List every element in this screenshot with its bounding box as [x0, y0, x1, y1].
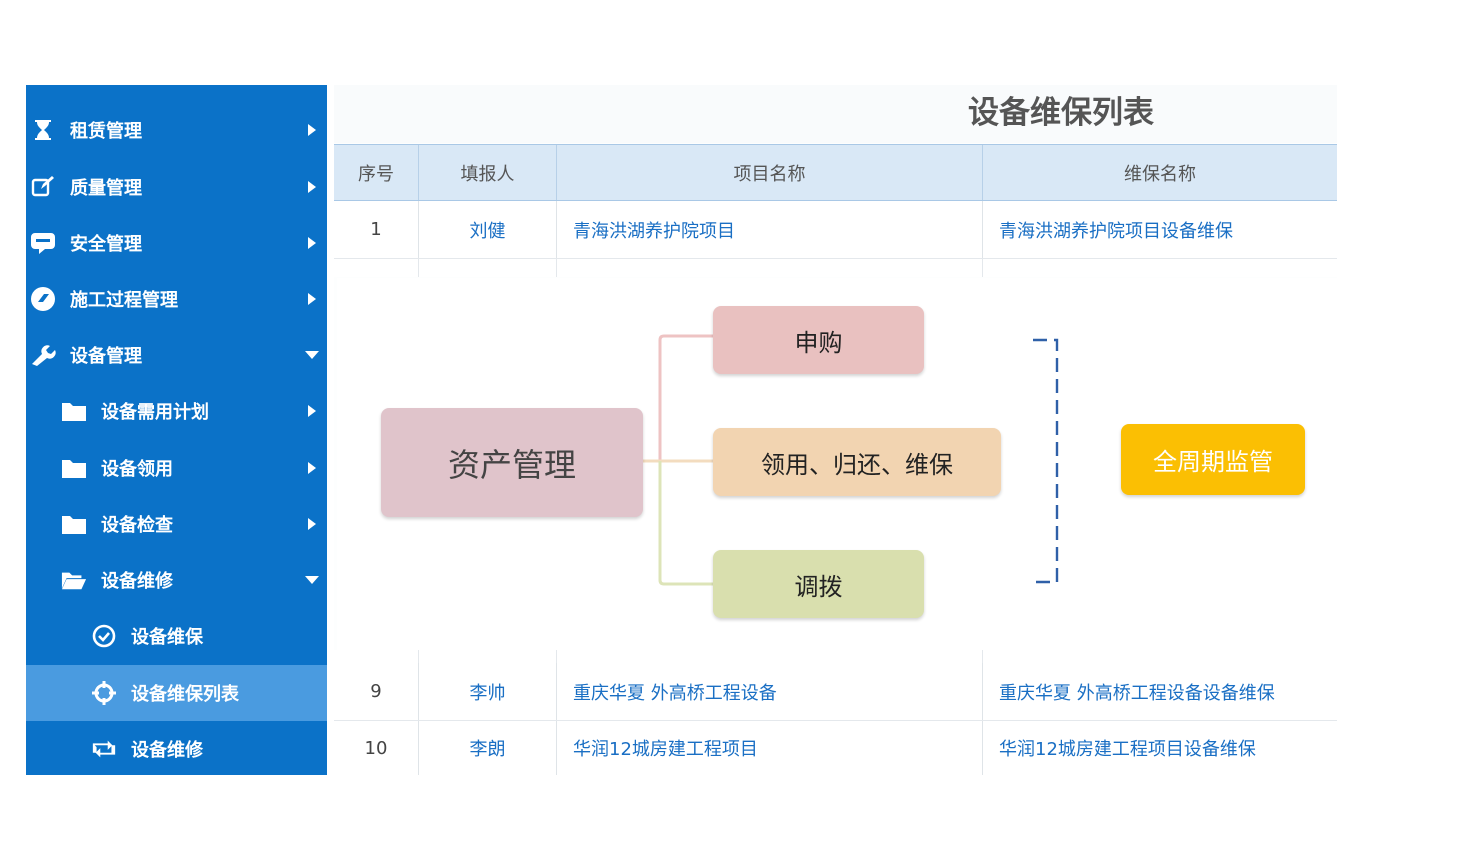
diagram-branch-purchase: 申购	[713, 306, 924, 374]
chat-icon	[30, 230, 56, 256]
asset-management-diagram: 资产管理 申购 领用、归还、维保 调拨 全周期监管	[337, 278, 1337, 650]
caret-right-icon	[297, 292, 327, 306]
sidebar-item-equipment-repair-sub[interactable]: 设备维修	[26, 721, 327, 777]
table-row[interactable]: 9 李帅 重庆华夏 外高桥工程设备 重庆华夏 外高桥工程设备设备维保	[334, 663, 1337, 721]
diagram-branch-usage: 领用、归还、维保	[713, 428, 1001, 496]
eraser-icon	[30, 286, 56, 312]
cell-no: 1	[370, 219, 382, 240]
cell-no: 10	[364, 737, 388, 759]
caret-right-icon	[297, 123, 327, 137]
crosshair-icon	[91, 680, 117, 706]
caret-down-icon	[297, 575, 327, 585]
cell-maintenance[interactable]: 青海洪湖养护院项目设备维保	[982, 201, 1337, 258]
column-header-maintenance[interactable]: 维保名称	[982, 145, 1337, 200]
diagram-branch-transfer: 调拨	[713, 550, 924, 618]
sidebar-item-quality[interactable]: 质量管理	[26, 159, 327, 215]
cell-divider	[982, 650, 1337, 664]
cell-reporter[interactable]: 刘健	[418, 201, 556, 258]
check-circle-icon	[91, 623, 117, 649]
cell-project[interactable]: 重庆华夏 外高桥工程设备	[556, 663, 982, 720]
sidebar-item-rental[interactable]: 租赁管理	[26, 102, 327, 158]
hourglass-icon	[30, 117, 56, 143]
caret-right-icon	[297, 517, 327, 531]
caret-right-icon	[297, 236, 327, 250]
sidebar-item-label: 质量管理	[70, 178, 142, 199]
cell-divider	[556, 650, 982, 664]
page-title: 设备维保列表	[968, 95, 1154, 131]
table-row[interactable]: 1 刘健 青海洪湖养护院项目 青海洪湖养护院项目设备维保	[334, 201, 1337, 259]
page-title-bar: 设备维保列表	[334, 85, 1337, 143]
sidebar-item-equipment[interactable]: 设备管理	[26, 327, 327, 383]
wrench-icon	[30, 342, 56, 368]
retweet-icon	[91, 736, 117, 762]
table-row-partial	[334, 650, 1337, 664]
cell-divider	[556, 259, 982, 277]
sidebar-item-label: 设备维修	[101, 571, 173, 592]
sidebar-item-label: 设备维修	[131, 740, 203, 761]
diagram-result: 全周期监管	[1121, 424, 1305, 495]
caret-right-icon	[297, 180, 327, 194]
column-header-no[interactable]: 序号	[358, 163, 394, 185]
caret-right-icon	[297, 461, 327, 475]
sidebar-item-label: 设备需用计划	[101, 402, 209, 423]
sidebar-item-equipment-maintenance[interactable]: 设备维保	[26, 608, 327, 664]
cell-divider	[418, 650, 556, 664]
folder-open-icon	[61, 567, 87, 593]
table-header: 序号 填报人 项目名称 维保名称	[334, 144, 1337, 201]
sidebar-item-label: 设备管理	[70, 346, 142, 367]
cell-project[interactable]: 华润12城房建工程项目	[556, 721, 982, 775]
folder-icon	[61, 455, 87, 481]
sidebar-item-equipment-plan[interactable]: 设备需用计划	[26, 383, 327, 439]
sidebar: 租赁管理 质量管理 安全管理 施工过程管理 设备管理 设备需用计划	[26, 85, 327, 775]
sidebar-item-safety[interactable]: 安全管理	[26, 215, 327, 271]
table-row[interactable]: 10 李朗 华润12城房建工程项目 华润12城房建工程项目设备维保	[334, 721, 1337, 775]
sidebar-item-label: 设备维保列表	[131, 684, 239, 705]
sidebar-item-equipment-requisition[interactable]: 设备领用	[26, 440, 327, 496]
diagram-root: 资产管理	[381, 408, 643, 517]
caret-right-icon	[297, 404, 327, 418]
cell-maintenance[interactable]: 华润12城房建工程项目设备维保	[982, 721, 1337, 775]
cell-maintenance[interactable]: 重庆华夏 外高桥工程设备设备维保	[982, 663, 1337, 720]
main-panel: 设备维保列表 序号 填报人 项目名称 维保名称 1 刘健 青海洪湖养护院项目 青…	[334, 85, 1337, 775]
sidebar-item-equipment-inspection[interactable]: 设备检查	[26, 496, 327, 552]
sidebar-item-equipment-repair[interactable]: 设备维修	[26, 552, 327, 608]
cell-divider	[418, 259, 556, 277]
cell-no: 9	[370, 681, 382, 702]
sidebar-item-equipment-maintenance-list[interactable]: 设备维保列表	[26, 665, 327, 721]
cell-project[interactable]: 青海洪湖养护院项目	[556, 201, 982, 258]
sidebar-item-label: 施工过程管理	[70, 290, 178, 311]
folder-icon	[61, 511, 87, 537]
sidebar-item-label: 安全管理	[70, 234, 142, 255]
folder-icon	[61, 398, 87, 424]
sidebar-item-construction[interactable]: 施工过程管理	[26, 271, 327, 327]
column-header-project[interactable]: 项目名称	[556, 145, 982, 200]
cell-reporter[interactable]: 李朗	[418, 721, 556, 775]
table-row-partial	[334, 259, 1337, 277]
column-header-reporter[interactable]: 填报人	[418, 145, 556, 200]
sidebar-item-label: 设备检查	[101, 515, 173, 536]
edit-icon	[30, 174, 56, 200]
sidebar-item-label: 设备维保	[131, 627, 203, 648]
diagram-connectors	[643, 334, 1059, 586]
cell-reporter[interactable]: 李帅	[418, 663, 556, 720]
sidebar-item-label: 设备领用	[101, 459, 173, 480]
caret-down-icon	[297, 350, 327, 360]
cell-divider	[982, 259, 1337, 277]
sidebar-item-label: 租赁管理	[70, 121, 142, 142]
